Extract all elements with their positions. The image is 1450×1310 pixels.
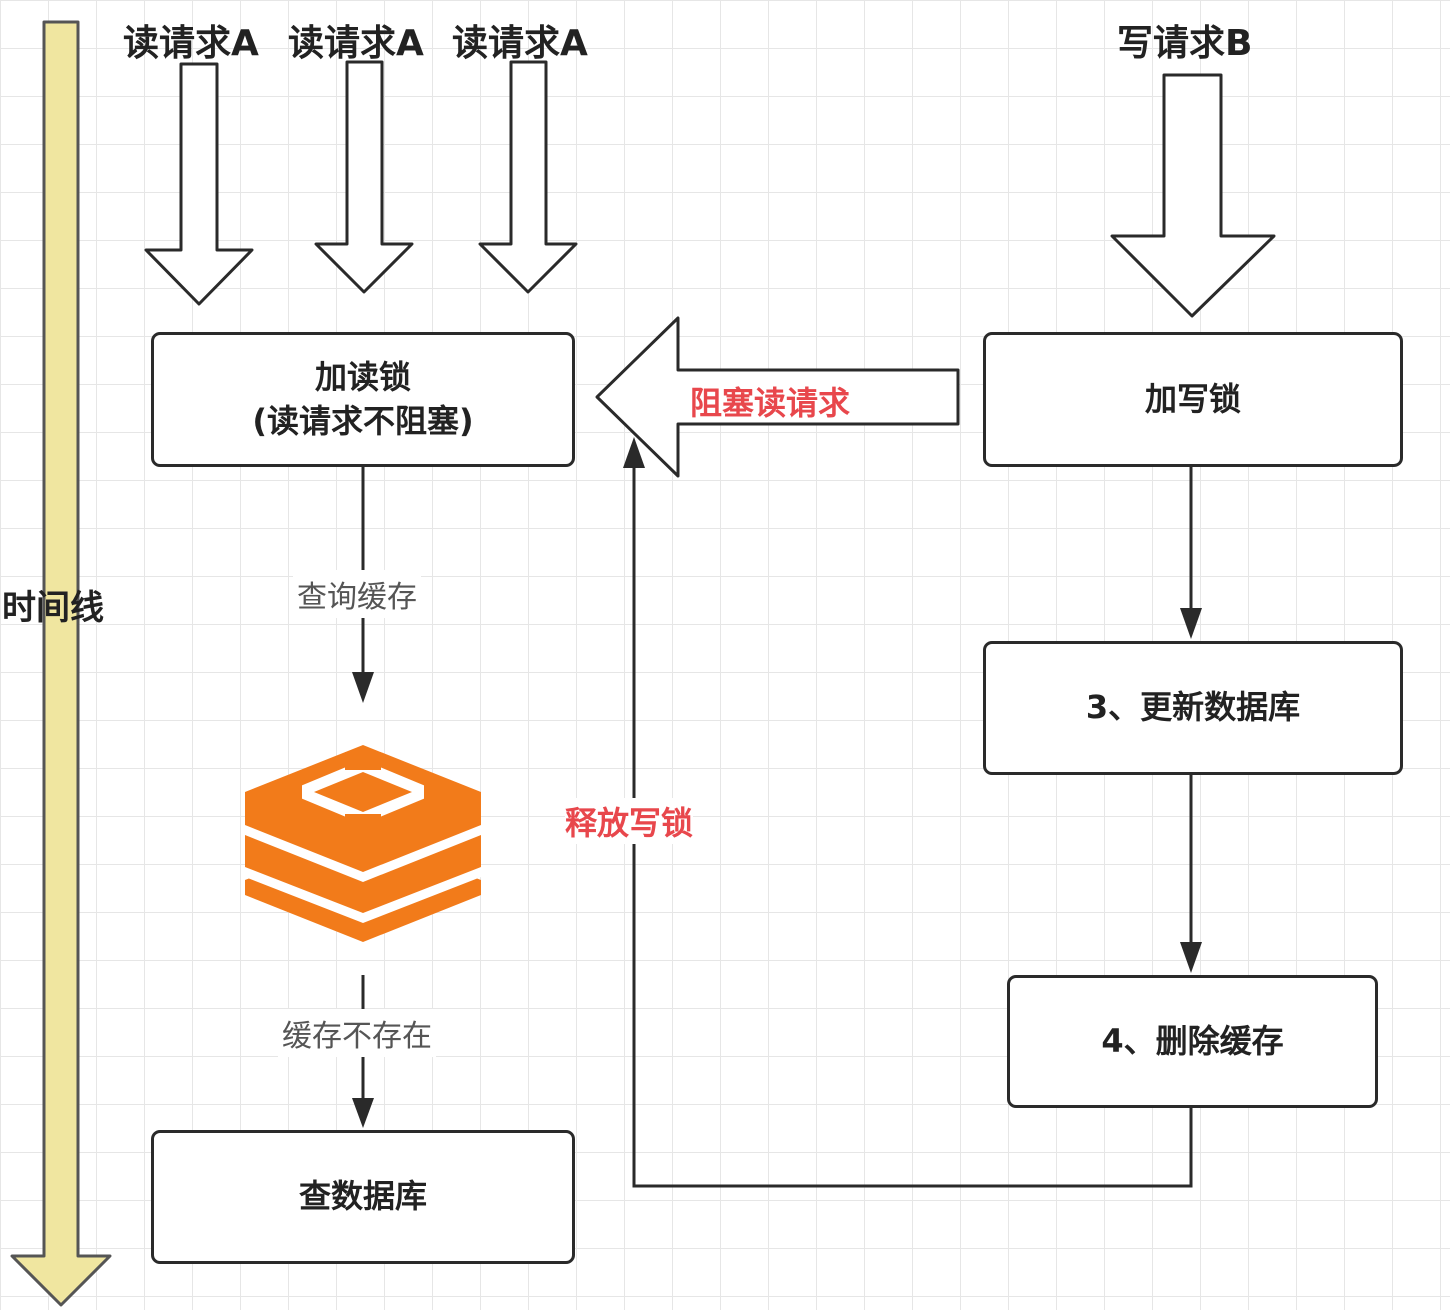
write-lock-box: 加写锁 [983, 332, 1403, 467]
read-lock-box: 加读锁 (读请求不阻塞) [151, 332, 575, 467]
read-request-arrow-2 [314, 60, 414, 294]
release-lock-arrowhead [623, 437, 645, 468]
query-cache-label: 查询缓存 [293, 570, 421, 618]
block-reads-label: 阻塞读请求 [690, 384, 851, 422]
query-db-label: 查数据库 [298, 1177, 427, 1216]
cache-miss-label: 缓存不存在 [278, 1009, 436, 1057]
query-db-box: 查数据库 [151, 1130, 575, 1264]
write-request-arrow [1110, 73, 1276, 318]
block-reads-arrow [595, 316, 960, 478]
timeline-label: 时间线 [2, 588, 104, 628]
read-request-label-3: 读请求A [452, 23, 588, 64]
read-request-label-2: 读请求A [288, 23, 424, 64]
write-to-update-arrowhead [1180, 608, 1202, 639]
update-db-box: 3、更新数据库 [983, 641, 1403, 775]
write-request-label: 写请求B [1117, 23, 1253, 64]
timeline-arrow [10, 20, 112, 1307]
read-lock-subtitle: (读请求不阻塞) [252, 401, 474, 440]
cache-miss-arrowhead [352, 1098, 374, 1128]
read-request-arrow-1 [144, 62, 254, 306]
update-to-delete-arrowhead [1180, 942, 1202, 973]
read-lock-title: 加读锁 [314, 358, 411, 397]
delete-cache-label: 4、删除缓存 [1101, 1021, 1284, 1060]
release-write-lock-label: 释放写锁 [565, 798, 694, 844]
read-request-arrow-3 [478, 60, 578, 294]
delete-cache-box: 4、删除缓存 [1007, 975, 1378, 1108]
read-request-label-1: 读请求A [123, 23, 259, 64]
query-cache-arrowhead [352, 672, 374, 703]
redis-icon [245, 745, 481, 942]
write-lock-label: 加写锁 [1144, 379, 1241, 418]
update-db-label: 3、更新数据库 [1085, 688, 1301, 727]
